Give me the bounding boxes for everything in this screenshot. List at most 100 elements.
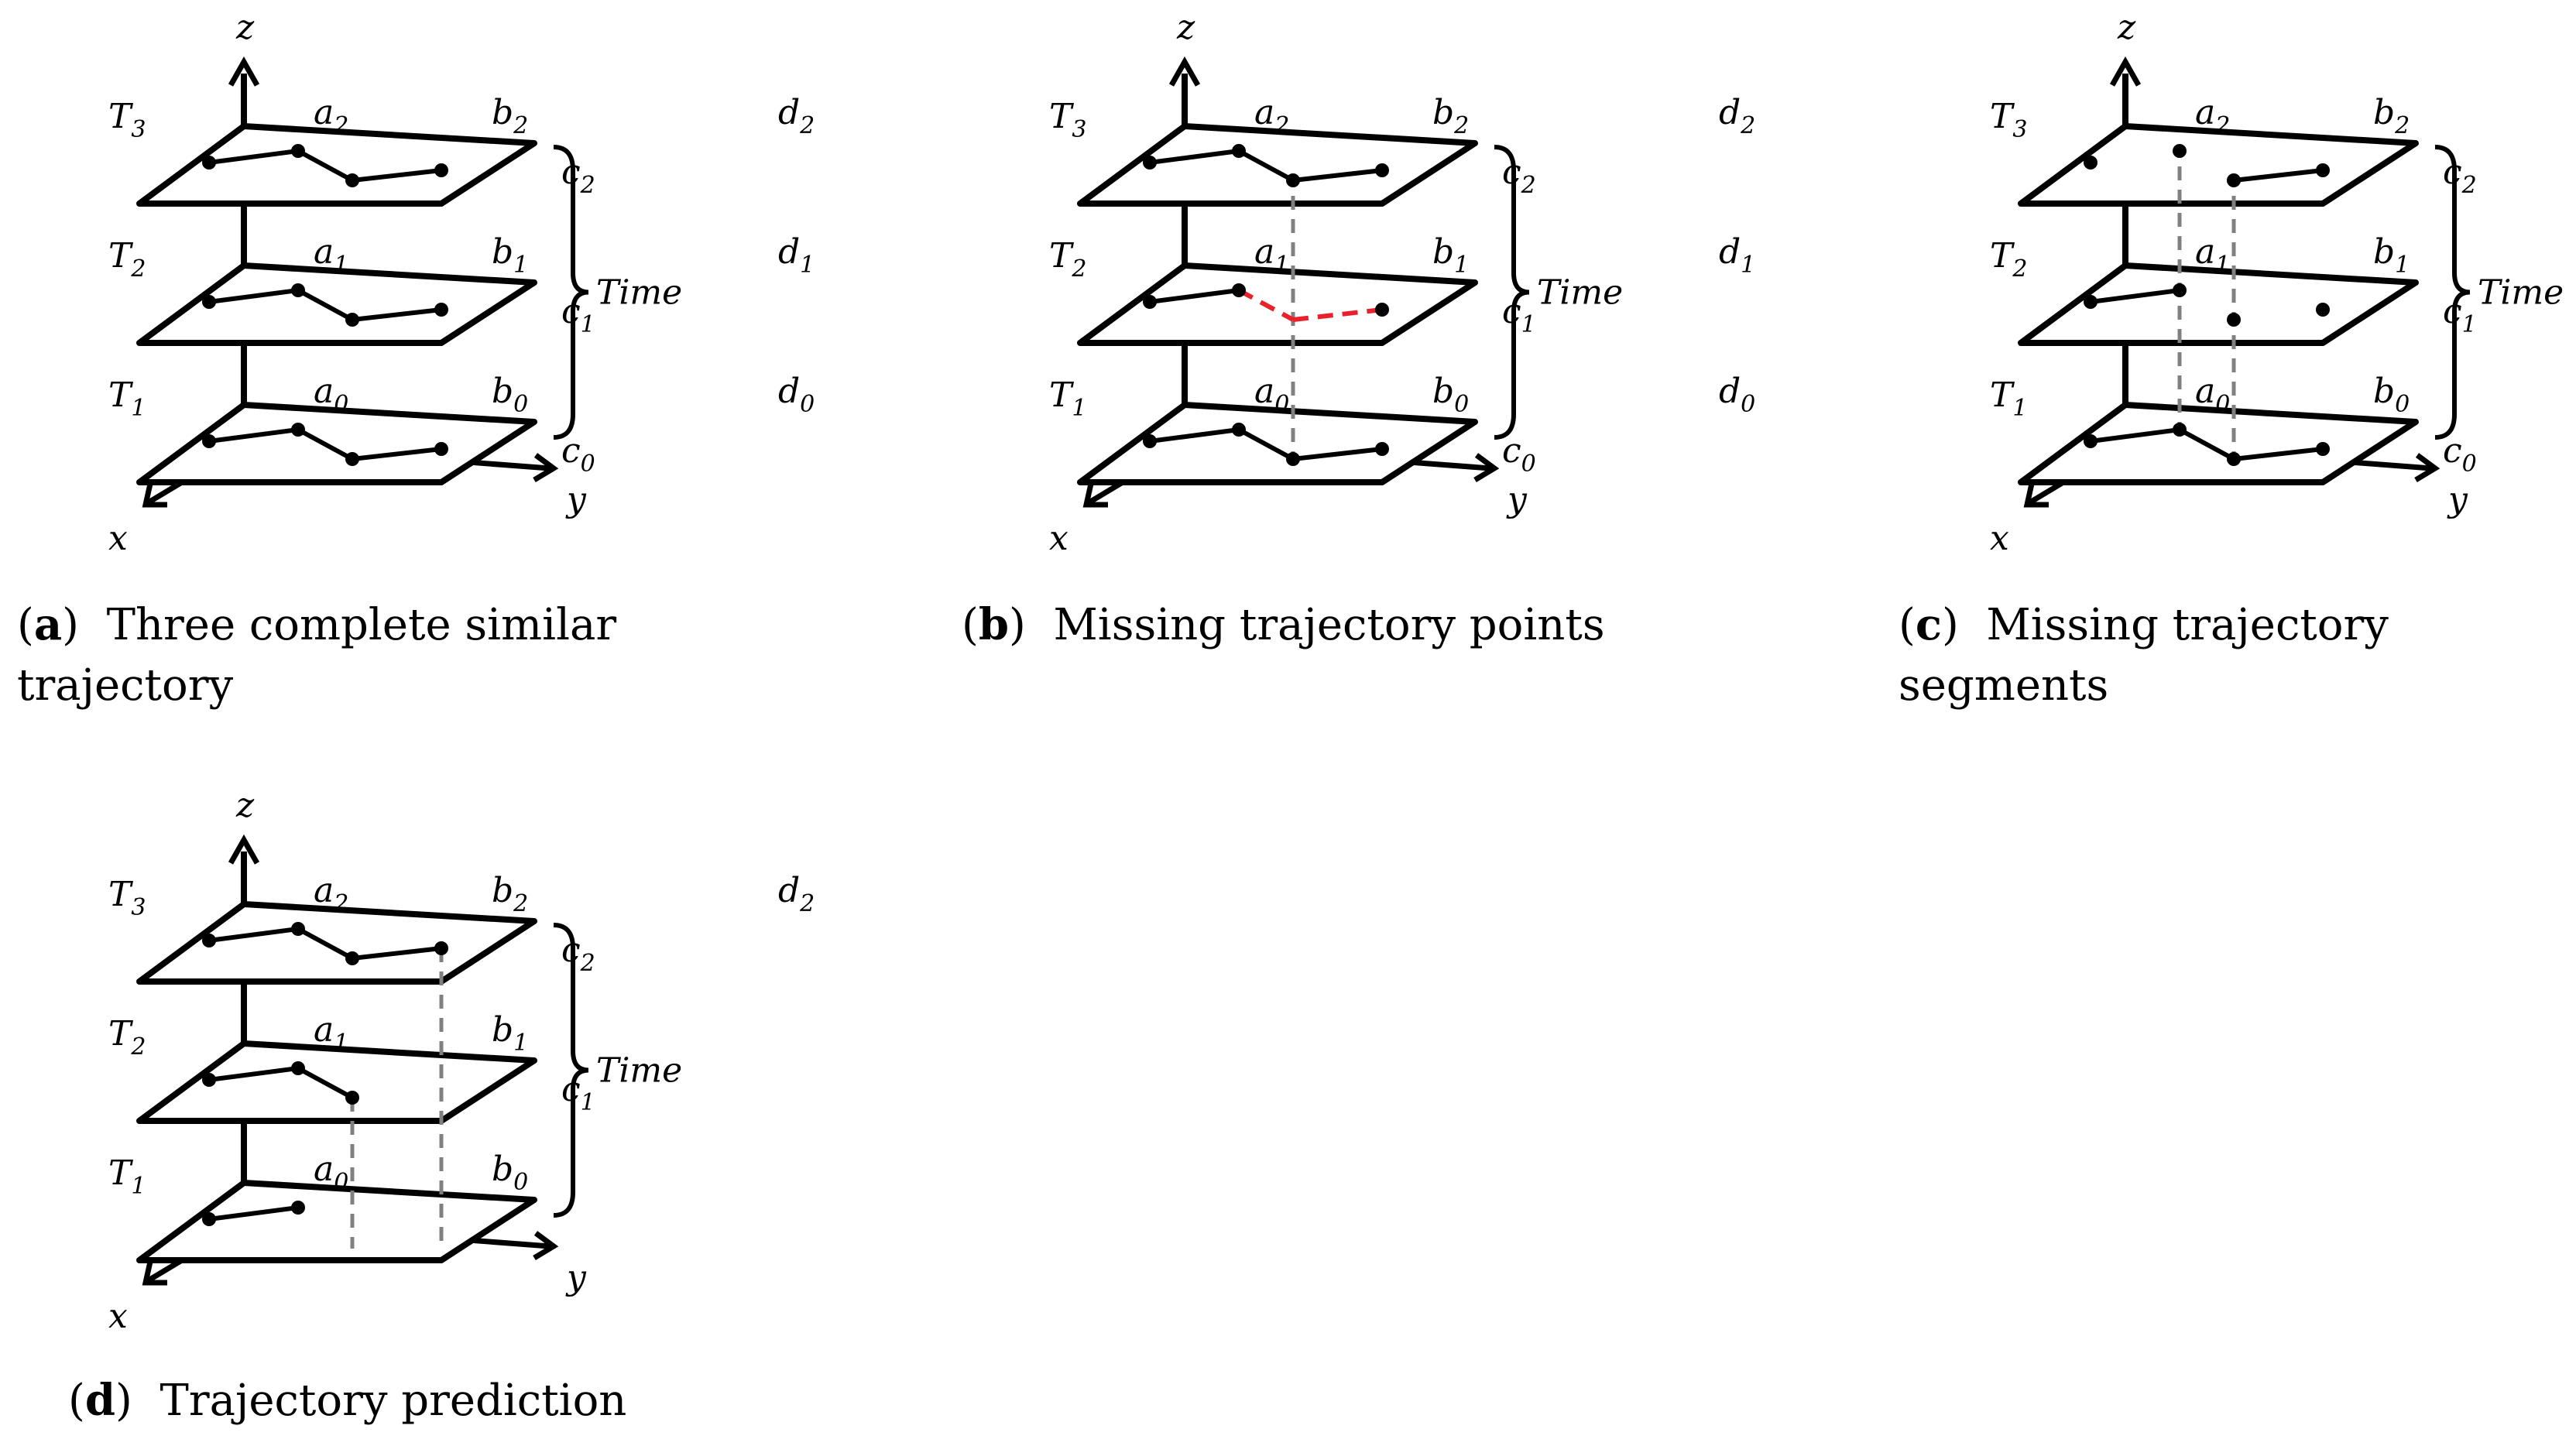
point-label-c1-c: c1 [2443, 292, 2477, 338]
point-label-c2-a: c2 [561, 152, 595, 199]
level-label-a-0: T3 [108, 97, 146, 143]
point-b1-a [291, 283, 305, 297]
point-label-d2-a: d2 [778, 93, 815, 139]
point-c0-a [345, 452, 359, 466]
point-d2-a [434, 163, 448, 177]
point-a2-a [202, 156, 216, 170]
point-label-b2-b: b2 [1432, 93, 1469, 139]
z-axis-label-c: z [2117, 8, 2136, 47]
level-label-c-2: T1 [1990, 375, 2027, 422]
point-a2-b [1143, 156, 1157, 170]
point-c0-b [1286, 452, 1300, 466]
point-d0-b [1375, 442, 1389, 456]
caption-a: (a) Three complete similar trajectory [17, 599, 617, 711]
point-c2-c [2227, 173, 2241, 187]
level-label-d-1: T2 [108, 1014, 146, 1061]
point-c2-d [345, 951, 359, 965]
y-axis-label-a: y [565, 480, 587, 519]
x-axis-arrow-b [1082, 483, 1108, 508]
point-b2-d [291, 922, 305, 936]
caption-a-tag: a [33, 599, 63, 650]
level-label-c-1: T2 [1990, 236, 2027, 283]
point-a1-b [1143, 295, 1157, 309]
point-d1-b [1375, 303, 1389, 317]
trajectory-segment-c-3 [2178, 427, 2235, 461]
point-b2-c [2173, 144, 2187, 158]
trajectory-segment-b-1 [1237, 149, 1295, 183]
plane-b-1 [1077, 262, 1478, 346]
point-d2-c [2316, 163, 2330, 177]
level-label-a-1: T2 [108, 236, 146, 283]
point-label-b0-d: b0 [492, 1150, 528, 1196]
trajectory-segment-a-5 [352, 307, 442, 322]
trajectory-segment-a-7 [297, 427, 354, 461]
point-d2-d [434, 941, 448, 955]
point-label-d0-a: d0 [778, 372, 815, 418]
trajectory-segment-a-2 [352, 168, 442, 183]
trajectory-segment-d-0 [208, 927, 299, 943]
plane-a-2 [136, 402, 537, 485]
point-a1-a [202, 295, 216, 309]
z-axis-arrow-a [228, 56, 260, 87]
point-a0-c [2084, 434, 2098, 448]
missing-segment-b-1 [1292, 307, 1383, 322]
level-label-d-0: T3 [108, 875, 146, 921]
point-d0-c [2316, 442, 2330, 456]
plane-b-0 [1077, 123, 1478, 207]
point-label-c2-d: c2 [561, 930, 595, 977]
y-axis-arrow-b [1473, 453, 1500, 483]
point-a2-c [2084, 156, 2098, 170]
point-c1-c [2227, 313, 2241, 327]
level-label-b-2: T1 [1049, 375, 1086, 422]
point-b1-d [291, 1061, 305, 1075]
trajectory-segment-d-4 [297, 1066, 354, 1100]
point-label-c2-b: c2 [1502, 152, 1536, 199]
x-axis-arrow-c [2023, 483, 2049, 508]
point-label-a2-b: a2 [1254, 93, 1289, 139]
point-label-b0-a: b0 [492, 372, 528, 418]
point-label-d2-d: d2 [778, 871, 815, 917]
point-label-b2-c: b2 [2373, 93, 2410, 139]
y-axis-label-d: y [565, 1258, 587, 1297]
trajectory-segment-a-0 [208, 149, 299, 165]
point-label-c0-b: c0 [1502, 431, 1536, 478]
y-axis-label-b: y [1506, 480, 1528, 519]
caption-b: (b) Missing trajectory points [962, 599, 1605, 650]
trajectory-segment-b-5 [1237, 427, 1295, 461]
point-label-b2-d: b2 [492, 871, 528, 917]
point-b1-b [1232, 283, 1246, 297]
time-brace-d [553, 923, 589, 1218]
x-axis-arrow-a [142, 483, 167, 508]
point-label-d1-b: d1 [1719, 232, 1755, 279]
z-axis-arrow-c [2109, 56, 2142, 87]
time-label-d: Time [596, 1051, 682, 1091]
caption-b-text: Missing trajectory points [1053, 600, 1605, 650]
point-label-c0-c: c0 [2443, 431, 2477, 478]
plane-c-1 [2018, 262, 2419, 346]
caption-d: (d) Trajectory prediction [68, 1375, 627, 1426]
level-label-a-2: T1 [108, 375, 146, 422]
point-a0-b [1143, 434, 1157, 448]
point-label-d1-a: d1 [778, 232, 815, 279]
point-label-d2-b: d2 [1719, 93, 1755, 139]
plane-c-0 [2018, 123, 2419, 207]
caption-a-text: Three complete similar trajectory [17, 600, 617, 711]
point-c0-c [2227, 452, 2241, 466]
z-axis-arrow-b [1168, 56, 1201, 87]
trajectory-segment-a-8 [352, 447, 442, 461]
x-axis-label-b: x [1049, 519, 1068, 558]
trajectory-segment-b-2 [1292, 168, 1383, 183]
trajectory-segment-a-1 [297, 149, 354, 183]
point-label-b0-c: b0 [2373, 372, 2410, 418]
point-c2-b [1286, 173, 1300, 187]
point-label-b1-a: b1 [492, 232, 528, 279]
z-axis-label-a: z [235, 8, 255, 47]
trajectory-segment-b-0 [1149, 149, 1240, 165]
trajectory-segment-b-4 [1149, 427, 1240, 444]
